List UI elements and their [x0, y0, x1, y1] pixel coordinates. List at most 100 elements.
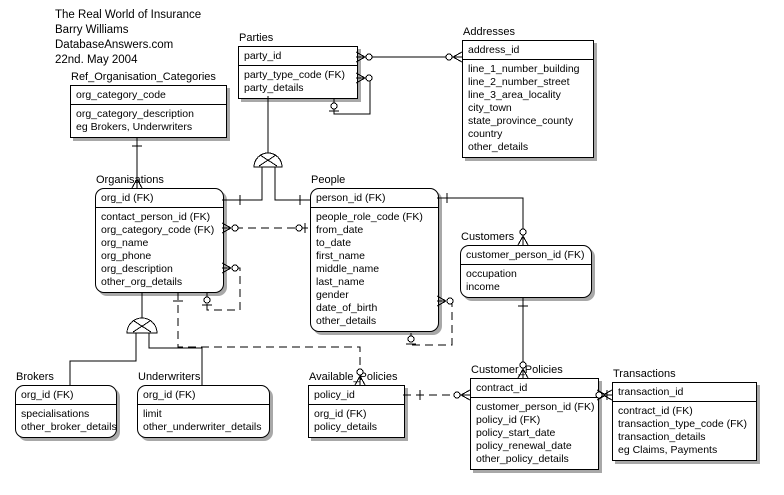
attribute-row: policy_renewal_date [476, 440, 572, 452]
attribute-row: policy_details [314, 421, 378, 433]
attribute-row: limit [143, 408, 162, 420]
attribute-row: line_3_area_locality [468, 89, 561, 101]
attribute-row: org_name [101, 237, 149, 249]
pk-section: org_id (FK) [96, 189, 223, 208]
pk-row: policy_id [314, 389, 355, 401]
attribute-row: party_details [244, 82, 304, 94]
attribute-row: policy_id (FK) [476, 414, 541, 426]
pk-row: contract_id [476, 382, 528, 394]
attribute-row: first_name [316, 250, 366, 262]
attribute-row: other_broker_details [21, 421, 117, 433]
entity-name-addresses: Addresses [463, 26, 515, 38]
entity-name-people: People [311, 174, 346, 186]
pk-section: contract_id [471, 379, 598, 398]
attribute-row: income [466, 281, 500, 293]
pk-section: org_id (FK) [138, 386, 269, 405]
optional-circle-icon [407, 335, 415, 343]
entity-name-ref_organisation_categories: Ref_Organisation_Categories [71, 71, 216, 83]
attribute-row: other_policy_details [476, 453, 569, 465]
attribute-row: other_underwriter_details [143, 421, 262, 433]
pk-row: org_id (FK) [21, 389, 74, 401]
relationship-subtype-organisations [222, 167, 263, 201]
attribute-row: country [468, 128, 503, 140]
entity-organisations: org_id (FK) contact_person_id (FK)org_cat… [95, 188, 224, 293]
attribute-row: to_date [316, 237, 352, 249]
pk-section: policy_id [309, 386, 404, 405]
attribute-row: line_2_number_street [468, 76, 570, 88]
pk-row: org_category_code [76, 89, 166, 101]
attr-section: party_type_code (FK)party_details [239, 66, 357, 98]
attr-section: customer_person_id (FK)policy_id (FK)pol… [471, 398, 598, 469]
subtype-category-icon [259, 154, 278, 167]
subtype-category-icon [132, 320, 151, 333]
attribute-row: customer_person_id (FK) [476, 401, 595, 413]
attribute-row: contact_person_id (FK) [101, 211, 211, 223]
subtype-category-icon [133, 320, 152, 333]
attribute-row: org_category_code (FK) [101, 224, 215, 236]
attribute-row: specialisations [21, 408, 90, 420]
attribute-row: occupation [466, 268, 517, 280]
subtype-category-icon [126, 317, 158, 334]
crowfoot-icon [460, 394, 471, 401]
pk-row: party_id [244, 50, 282, 62]
pk-section: address_id [463, 41, 593, 60]
attr-section: contract_id (FK)transaction_type_code (F… [613, 402, 756, 460]
pk-row: address_id [468, 44, 520, 56]
entity-name-organisations: Organisations [96, 174, 164, 186]
optional-circle-icon [231, 264, 239, 272]
entity-name-parties: Parties [239, 32, 274, 44]
attribute-row: from_date [316, 224, 364, 236]
pk-row: person_id (FK) [316, 192, 386, 204]
pk-row: org_id (FK) [143, 389, 196, 401]
relationship-subtype-people [274, 167, 310, 201]
attribute-row: state_province_county [468, 115, 574, 127]
pk-row: transaction_id [618, 386, 684, 398]
attribute-row: org_phone [101, 250, 152, 262]
crowfoot-icon [522, 235, 529, 246]
attribute-row: other_org_details [101, 276, 183, 288]
entity-available_policies: policy_id org_id (FK)policy_details [308, 385, 405, 438]
attribute-row: line_1_number_building [468, 63, 580, 75]
optional-circle-icon [203, 296, 211, 304]
entity-name-customers: Customers [461, 231, 515, 243]
attribute-row: middle_name [316, 263, 380, 275]
attribute-row: policy_start_date [476, 427, 556, 439]
pk-section: customer_person_id (FK) [461, 246, 591, 265]
attribute-row: party_type_code (FK) [244, 69, 345, 81]
attribute-row: last_name [316, 276, 365, 288]
optional-circle-icon [453, 391, 461, 399]
crowfoot-icon [517, 235, 524, 246]
crowfoot-icon [602, 389, 613, 396]
title-line: The Real World of Insurance [55, 9, 202, 21]
entity-name-customer_policies: Customer_Policies [471, 364, 563, 376]
crowfoot-icon [452, 56, 463, 63]
pk-section: party_id [239, 47, 357, 66]
crowfoot-icon [452, 51, 463, 58]
optional-circle-icon [519, 228, 527, 236]
attribute-row: date_of_birth [316, 302, 378, 314]
entity-name-available_policies: Available_Policies [309, 371, 398, 383]
subtype-category-icon [258, 154, 277, 167]
relationship-subtype-brokers [69, 333, 137, 385]
attribute-row: gender [316, 289, 349, 301]
title-line: Barry Williams [55, 24, 129, 36]
attribute-row: org_description [101, 263, 173, 275]
attribute-row: org_category_description [76, 108, 194, 120]
title-line: 22nd. May 2004 [55, 54, 138, 66]
entity-people: person_id (FK) people_role_code (FK)from_… [310, 188, 439, 332]
entity-name-underwriters: Underwriters [138, 371, 201, 383]
pk-row: customer_person_id (FK) [466, 249, 585, 261]
attr-section: org_id (FK)policy_details [309, 405, 404, 437]
pk-section: org_category_code [71, 86, 226, 105]
entity-transactions: transaction_id contract_id (FK)transactio… [612, 382, 757, 461]
optional-circle-icon [231, 224, 239, 232]
pk-section: person_id (FK) [311, 189, 438, 208]
attribute-row: people_role_code (FK) [316, 211, 423, 223]
